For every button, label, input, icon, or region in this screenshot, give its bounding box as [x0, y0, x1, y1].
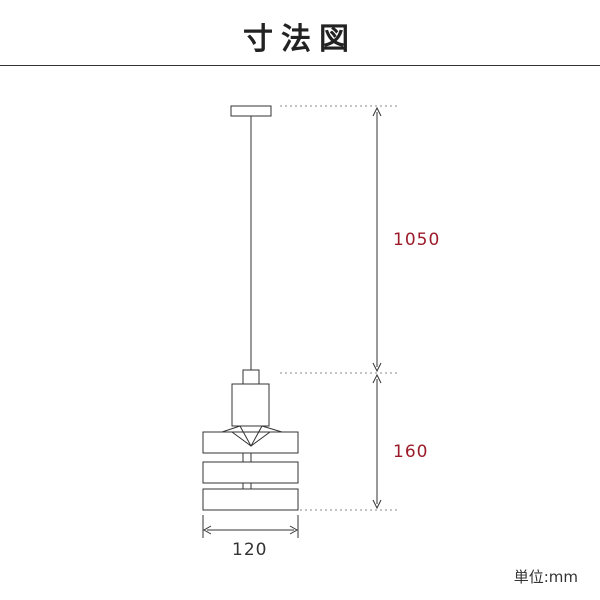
- shade-wire-frame: [221, 425, 283, 448]
- shade-band-bottom: [202, 488, 299, 511]
- unit-label: 単位:mm: [513, 568, 578, 586]
- socket-cap: [242, 369, 260, 385]
- dimension-label-width: 120: [232, 540, 268, 560]
- ceiling-canopy: [230, 105, 272, 117]
- shade-band-middle: [202, 461, 299, 484]
- dimension-arrow-width: [202, 525, 299, 535]
- dimension-label-shade-height: 160: [393, 442, 429, 462]
- title-divider: [0, 65, 600, 66]
- socket-body: [231, 383, 270, 427]
- dimension-arrow-shade-height: [372, 373, 382, 510]
- shade-band-top: [202, 431, 299, 454]
- dimension-label-cord: 1050: [393, 230, 441, 250]
- dimension-arrow-cord: [372, 106, 382, 373]
- page-title: 寸法図: [243, 22, 357, 57]
